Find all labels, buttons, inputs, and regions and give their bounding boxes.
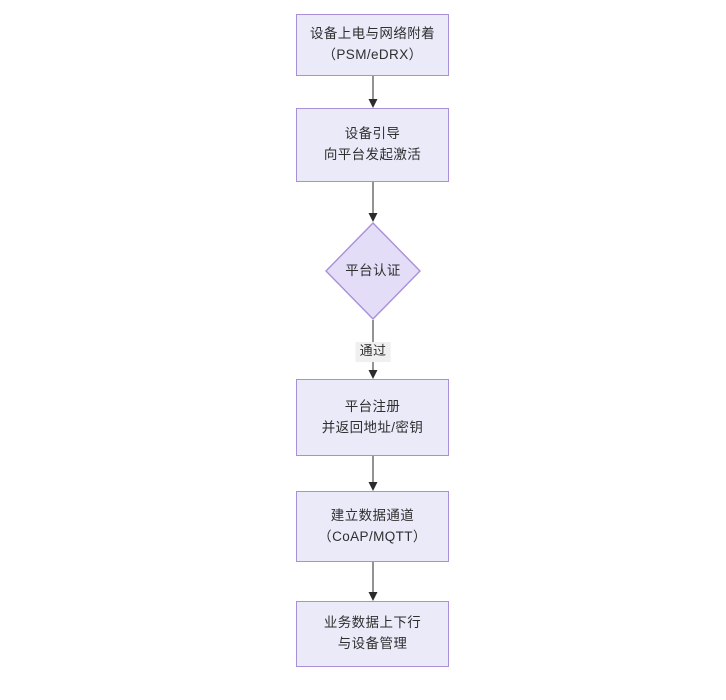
node-platform-auth-label: 平台认证	[345, 262, 401, 278]
diamond-shape	[325, 222, 421, 320]
node-business-data-line-0: 业务数据上下行	[323, 615, 422, 631]
edge-e5	[368, 562, 378, 601]
node-data-channel-line-0: 建立数据通道	[330, 507, 415, 523]
node-business-data[interactable]: 业务数据上下行与设备管理	[296, 601, 449, 667]
node-power-on[interactable]: 设备上电与网络附着 （PSM/eDRX）	[296, 14, 449, 76]
edge-e4	[368, 456, 378, 491]
node-power-on-line-1: （PSM/eDRX）	[322, 47, 423, 62]
node-business-data-line-1: 与设备管理	[337, 636, 408, 651]
node-register-line-1: 并返回地址/密钥	[321, 419, 424, 435]
node-bootstrap[interactable]: 设备引导向平台发起激活	[296, 108, 449, 182]
node-power-on-line-0: 设备上电与网络附着	[309, 26, 436, 42]
node-data-channel-line-1: （CoAP/MQTT）	[318, 528, 427, 544]
edge-label-e3: 通过	[355, 342, 391, 362]
node-platform-auth[interactable]: 平台认证	[325, 222, 421, 320]
node-bootstrap-line-1: 向平台发起激活	[323, 147, 422, 162]
node-register-line-0: 平台注册	[344, 398, 401, 414]
edge-e2	[368, 182, 378, 222]
node-data-channel[interactable]: 建立数据通道 （CoAP/MQTT）	[296, 491, 449, 562]
node-register[interactable]: 平台注册并返回地址/密钥	[296, 379, 449, 456]
edge-e1	[368, 76, 378, 108]
node-bootstrap-line-0: 设备引导	[344, 126, 401, 142]
